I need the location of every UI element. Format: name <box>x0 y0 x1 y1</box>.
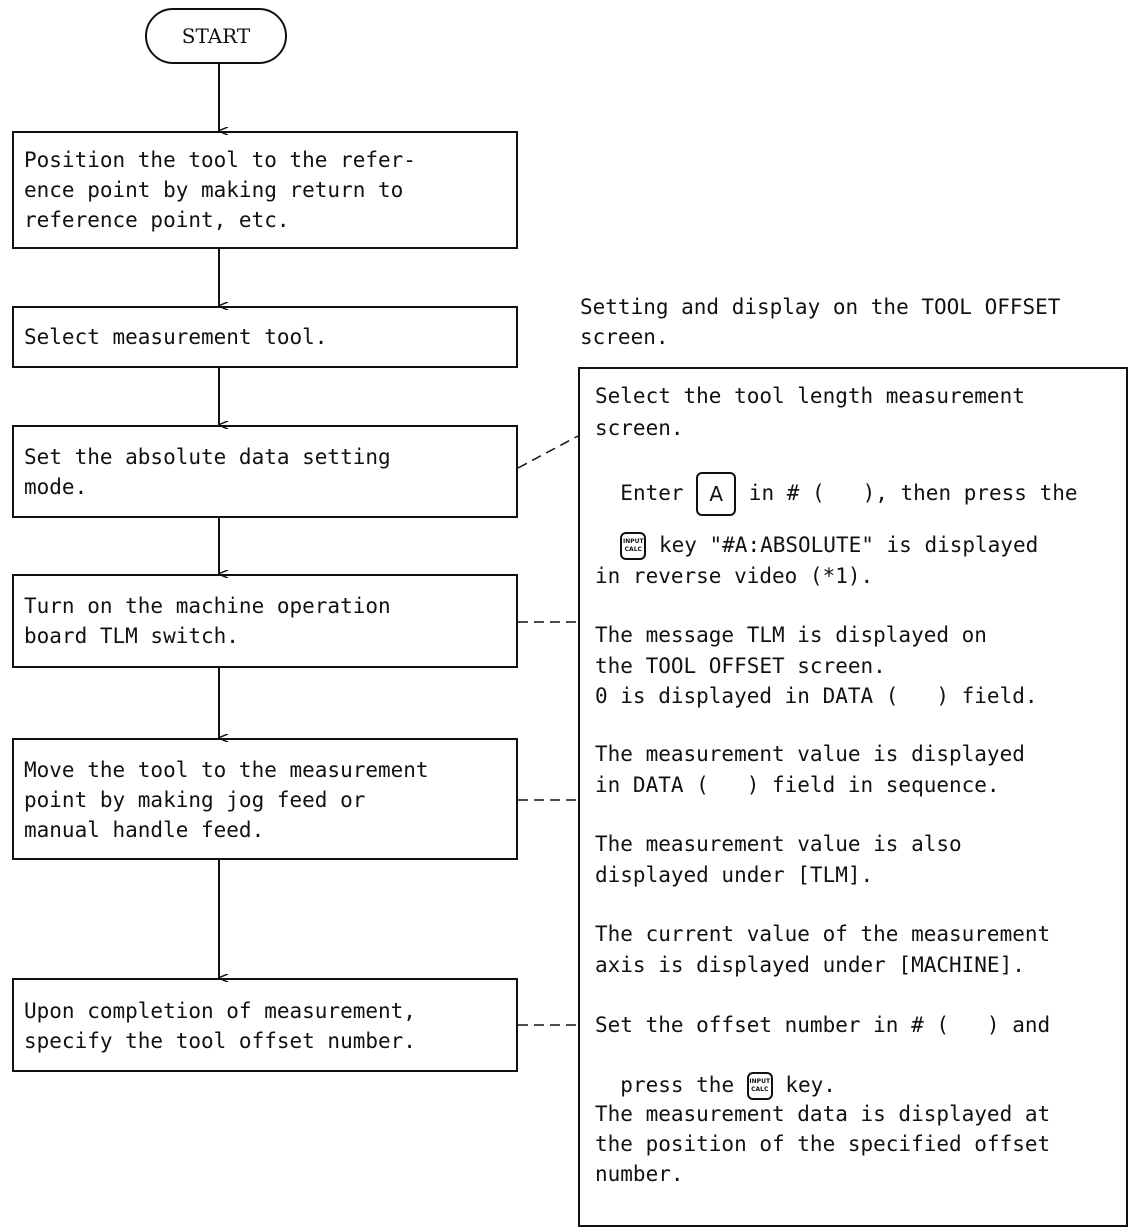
step-text-line: specify the tool offset number. <box>24 1029 416 1053</box>
step-text-line: mode. <box>24 475 88 499</box>
panel-text-line: 0 is displayed in DATA ( ) field. <box>595 684 1038 708</box>
panel-text-line: axis is displayed under [MACHINE]. <box>595 953 1025 977</box>
panel-caption-line: screen. <box>580 325 669 349</box>
panel-text-line: the position of the specified offset <box>595 1132 1051 1156</box>
step-text-line: Position the tool to the refer- <box>24 148 416 172</box>
panel-press-suffix: key. <box>772 1073 836 1097</box>
step-text-line: manual handle feed. <box>24 818 265 842</box>
step-position-tool: Position the tool to the refer- ence poi… <box>12 131 518 249</box>
step-select-tool: Select measurement tool. <box>12 306 518 368</box>
panel-key-suffix: key "#A:ABSOLUTE" is displayed <box>646 533 1039 557</box>
step-absolute-mode: Set the absolute data setting mode. <box>12 425 518 518</box>
step-move-tool: Move the tool to the measurement point b… <box>12 738 518 860</box>
panel-enter-suffix: in # ( ), then press the <box>736 481 1078 505</box>
panel-text-line: screen. <box>595 416 684 440</box>
panel-text-line: in DATA ( ) field in sequence. <box>595 773 1000 797</box>
step-text-line: Upon completion of measurement, <box>24 999 416 1023</box>
step-text-line: Set the absolute data setting <box>24 445 391 469</box>
panel-text-line: number. <box>595 1162 684 1186</box>
panel-text-line: in reverse video (*1). <box>595 564 874 588</box>
panel-text-line: The current value of the measurement <box>595 922 1051 946</box>
panel-text-line: The measurement value is also <box>595 832 962 856</box>
start-terminal: START <box>145 8 287 64</box>
panel-enter-prefix: Enter <box>620 481 697 505</box>
step-tlm-switch: Turn on the machine operation board TLM … <box>12 574 518 668</box>
step-text-line: reference point, etc. <box>24 208 290 232</box>
panel-press-prefix: press the <box>620 1073 747 1097</box>
panel-text-line: The measurement value is displayed <box>595 742 1025 766</box>
step-text-line: board TLM switch. <box>24 624 239 648</box>
panel-text-line: The measurement data is displayed at <box>595 1102 1051 1126</box>
start-label: START <box>181 24 251 48</box>
panel-text-line: Set the offset number in # ( ) and <box>595 1013 1051 1037</box>
panel-text-line: displayed under [TLM]. <box>595 863 874 887</box>
step-text-line: Move the tool to the measurement <box>24 758 429 782</box>
panel-text-line: Select the tool length measurement <box>595 384 1025 408</box>
panel-text-line: the TOOL OFFSET screen. <box>595 654 886 678</box>
step-text-line: point by making jog feed or <box>24 788 366 812</box>
step-text-line: ence point by making return to <box>24 178 404 202</box>
dashed-link-absolute <box>517 435 579 469</box>
panel-enter-line: Enter A in # ( ), then press the <box>595 442 1078 516</box>
a-key-icon: A <box>696 472 737 516</box>
step-text-line: Select measurement tool. <box>24 325 328 349</box>
step-text-line: Turn on the machine operation <box>24 594 391 618</box>
panel-caption-line: Setting and display on the TOOL OFFSET <box>580 295 1061 319</box>
panel-text-line: The message TLM is displayed on <box>595 623 987 647</box>
step-offset-number: Upon completion of measurement, specify … <box>12 978 518 1072</box>
